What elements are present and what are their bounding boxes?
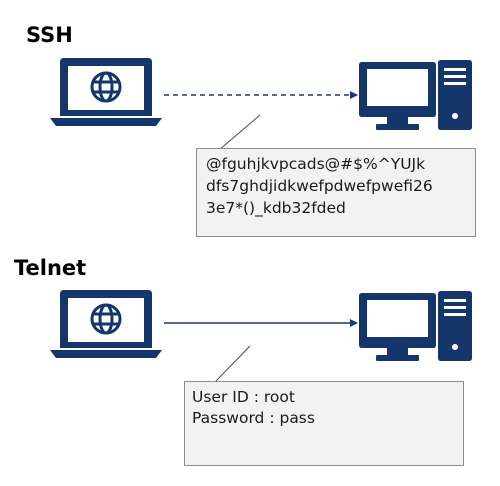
telnet-globe-icon [90,303,122,335]
telnet-note-line: Password : pass [192,409,315,427]
ssh-laptop-icon [50,58,162,126]
ssh-note-line: @fguhjkvpcads@#$%^YUJk [206,155,426,173]
telnet-note-line: User ID : root [192,388,295,406]
telnet-callout-pointer [213,345,251,384]
ssh-heading: SSH [26,23,73,47]
ssh-note-line: dfs7ghdjidkwefpdwefpwefi26 [206,177,433,195]
ssh-globe-icon [90,71,122,103]
telnet-plaintext-payload-note: User ID : root Password : pass [184,381,464,466]
telnet-heading: Telnet [14,256,87,280]
telnet-laptop-icon [50,290,162,358]
ssh-callout-pointer [218,114,261,151]
ssh-note-line: 3e7*()_kdb32fded [206,199,346,217]
ssh-encrypted-payload-note: @fguhjkvpcads@#$%^YUJk dfs7ghdjidkwefpdw… [196,148,476,237]
ssh-desktop-computer-icon [359,60,472,130]
telnet-desktop-computer-icon [359,291,472,361]
